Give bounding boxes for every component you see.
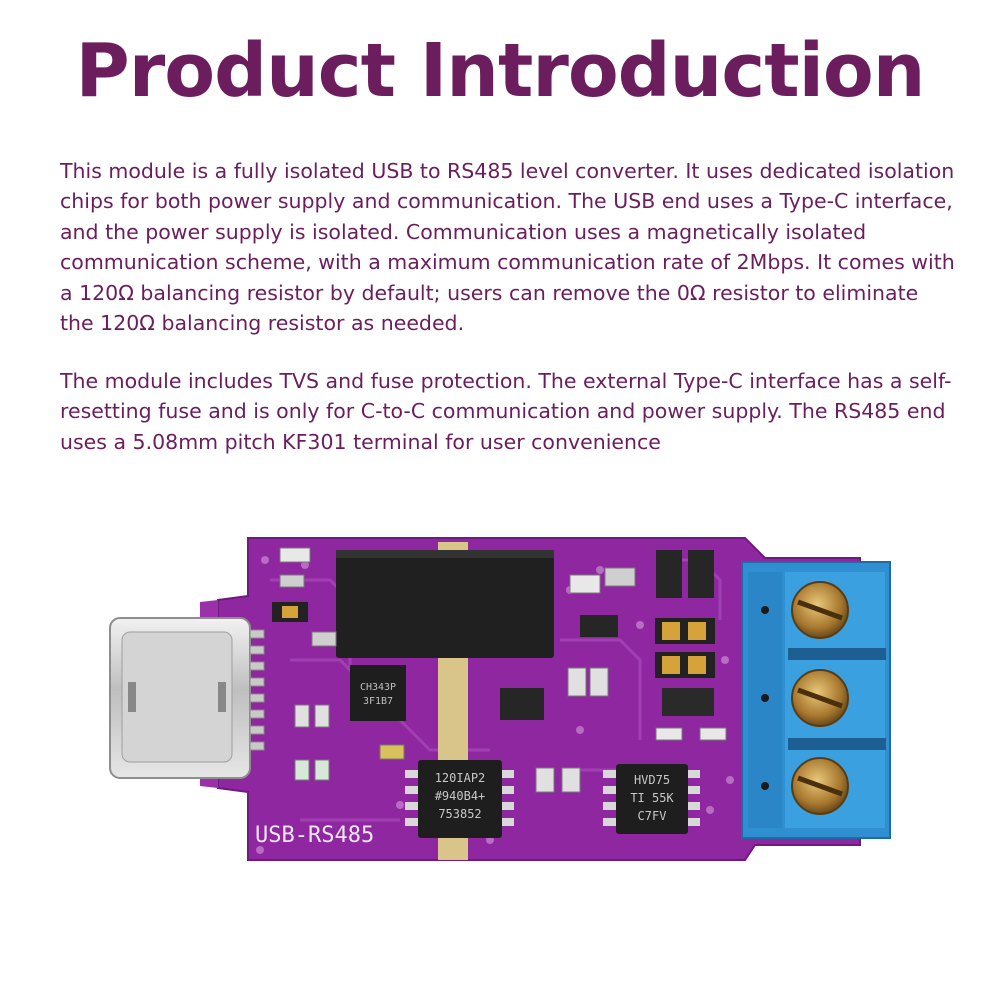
isolator-marking-1: 120IAP2 — [435, 771, 486, 785]
terminal-screw-2[interactable] — [791, 669, 849, 727]
description-paragraph-2: The module includes TVS and fuse protect… — [60, 369, 952, 454]
transceiver-marking-2: TI 55K — [630, 791, 674, 805]
transceiver-marking-1: HVD75 — [634, 773, 670, 787]
smd-components — [272, 547, 727, 793]
rs485-transceiver-chip: HVD75 TI 55K C7FV — [603, 764, 700, 834]
isolator-marking-3: 753852 — [438, 807, 481, 821]
usb-type-c-connector — [109, 617, 265, 779]
bridge-ic-marking-2: 3F1B7 — [363, 696, 393, 707]
isolator-marking-2: #940B4+ — [435, 789, 486, 803]
isolator-chip: 120IAP2 #940B4+ 753852 — [405, 760, 514, 838]
usb-rs485-module-photo: CH343P 3F1B7 120IAP2 #940B4+ 753852 HVD7… — [109, 537, 891, 861]
terminal-screw-1[interactable] — [791, 581, 849, 639]
transceiver-marking-3: C7FV — [638, 809, 667, 823]
kf301-terminal-block — [741, 561, 891, 839]
usb-bridge-ic: CH343P 3F1B7 — [350, 665, 406, 721]
silkscreen-label: USB-RS485 — [255, 823, 374, 848]
terminal-screw-3[interactable] — [791, 757, 849, 815]
bridge-ic-marking-1: CH343P — [360, 682, 396, 693]
description-paragraph-1: This module is a fully isolated USB to R… — [60, 159, 955, 336]
isolation-transformer — [336, 550, 554, 658]
page-title: Product Introduction — [75, 28, 926, 114]
